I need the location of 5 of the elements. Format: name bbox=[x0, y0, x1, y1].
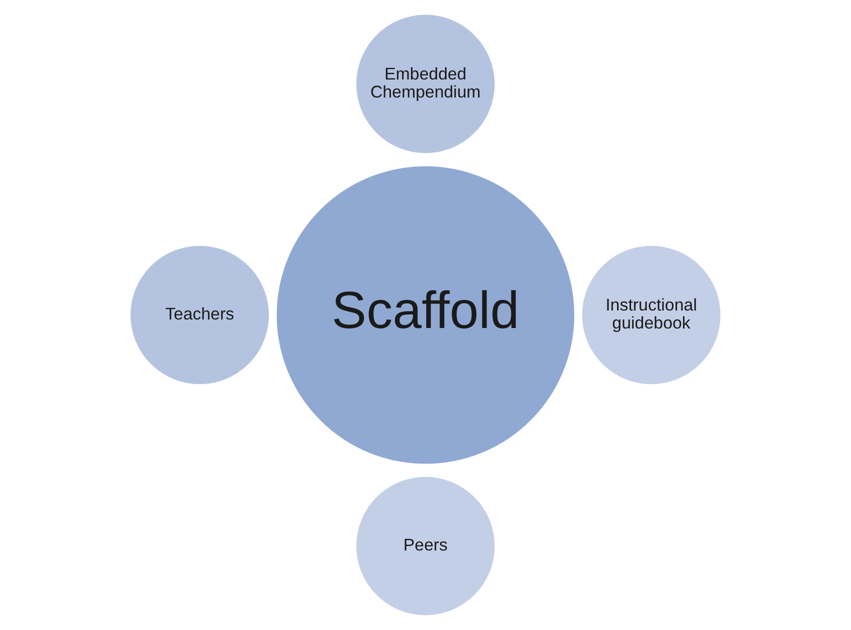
node-circle: Instructional guidebook bbox=[580, 243, 724, 387]
node-circle: Embedded Chempendium bbox=[354, 12, 498, 156]
node-circle: Scaffold bbox=[274, 164, 577, 466]
node-circle: Peers bbox=[354, 474, 498, 618]
node-circle: Teachers bbox=[128, 243, 272, 387]
